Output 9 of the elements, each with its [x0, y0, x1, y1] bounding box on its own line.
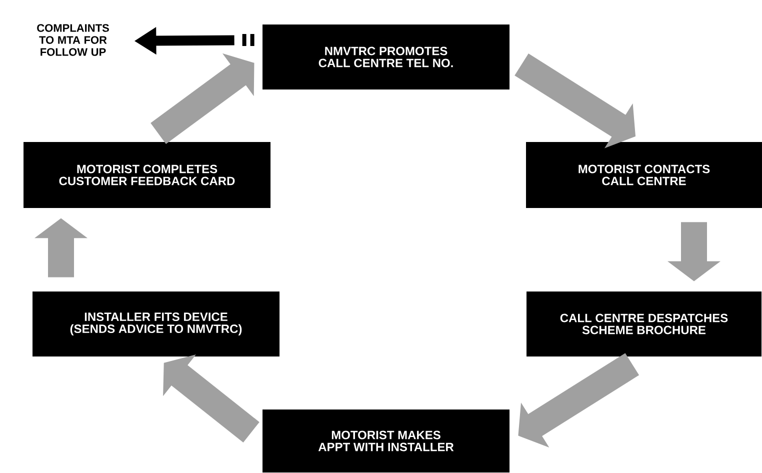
arrow [518, 353, 640, 448]
process-box: MOTORIST CONTACTS CALL CENTRE [526, 142, 762, 208]
process-box: MOTORIST COMPLETES CUSTOMER FEEDBACK CARD [24, 142, 270, 208]
note-text: COMPLAINTS TO MTA FOR FOLLOW UP [37, 24, 109, 56]
process-box: MOTORIST MAKES APPT WITH INSTALLER [262, 409, 510, 472]
process-box: CALL CENTRE DESPATCHES SCHEME BROCHURE [526, 291, 762, 356]
process-box: NMVTRC PROMOTES CALL CENTRE TEL NO. [262, 24, 510, 90]
arrow [150, 53, 254, 144]
process-box: INSTALLER FITS DEVICE (SENDS ADVICE TO NMVTRC) [32, 291, 280, 356]
